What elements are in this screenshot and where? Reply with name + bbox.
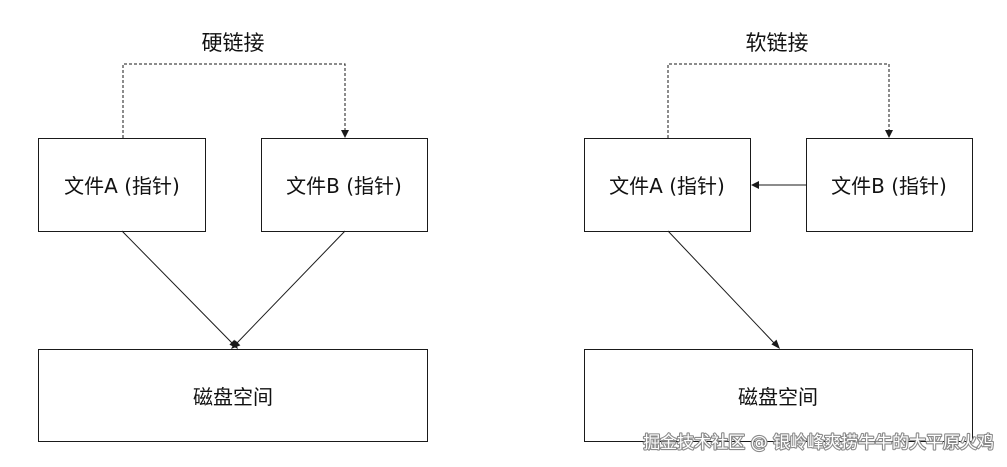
soft-link-dashed-connector <box>667 63 890 138</box>
hard-link-file-a-label: 文件A (指针) <box>64 174 180 198</box>
soft-link-file-b-box: 文件B (指针) <box>806 138 973 232</box>
hard-link-arrow-a-to-disk <box>121 230 234 345</box>
soft-link-title: 软链接 <box>746 31 809 55</box>
hard-link-disk-label: 磁盘空间 <box>193 385 273 409</box>
soft-link-disk-box: 磁盘空间 <box>584 349 973 442</box>
hard-link-file-b-label: 文件B (指针) <box>286 174 402 198</box>
hard-link-dashed-connector <box>122 63 346 138</box>
soft-link-arrow-a-to-disk <box>667 230 776 345</box>
soft-link-arrowhead-a-to-disk <box>771 339 780 349</box>
hard-link-arrowhead-b <box>231 340 241 349</box>
hard-link-dashed-arrowhead <box>341 130 349 138</box>
soft-link-dashed-arrowhead <box>885 130 893 138</box>
soft-link-file-a-label: 文件A (指针) <box>609 174 725 198</box>
hard-link-file-b-box: 文件B (指针) <box>261 138 428 232</box>
hard-link-arrow-b-to-disk <box>235 230 346 345</box>
hard-link-file-a-box: 文件A (指针) <box>38 138 206 232</box>
soft-link-file-b-label: 文件B (指针) <box>831 174 947 198</box>
soft-link-file-a-box: 文件A (指针) <box>584 138 751 232</box>
hard-link-disk-box: 磁盘空间 <box>38 349 428 442</box>
soft-link-arrowhead-b-to-a <box>751 181 759 189</box>
hard-link-title: 硬链接 <box>202 31 265 55</box>
hard-link-diagram: 硬链接 文件A (指针) 文件B (指针) 磁盘空间 <box>38 31 428 442</box>
soft-link-diagram: 软链接 文件A (指针) 文件B (指针) 磁盘空间 <box>584 31 973 442</box>
watermark-text: 掘金技术社区 @ 银岭峰爽捞牛牛的大平原火鸡 <box>643 433 994 453</box>
soft-link-disk-label: 磁盘空间 <box>738 385 818 409</box>
